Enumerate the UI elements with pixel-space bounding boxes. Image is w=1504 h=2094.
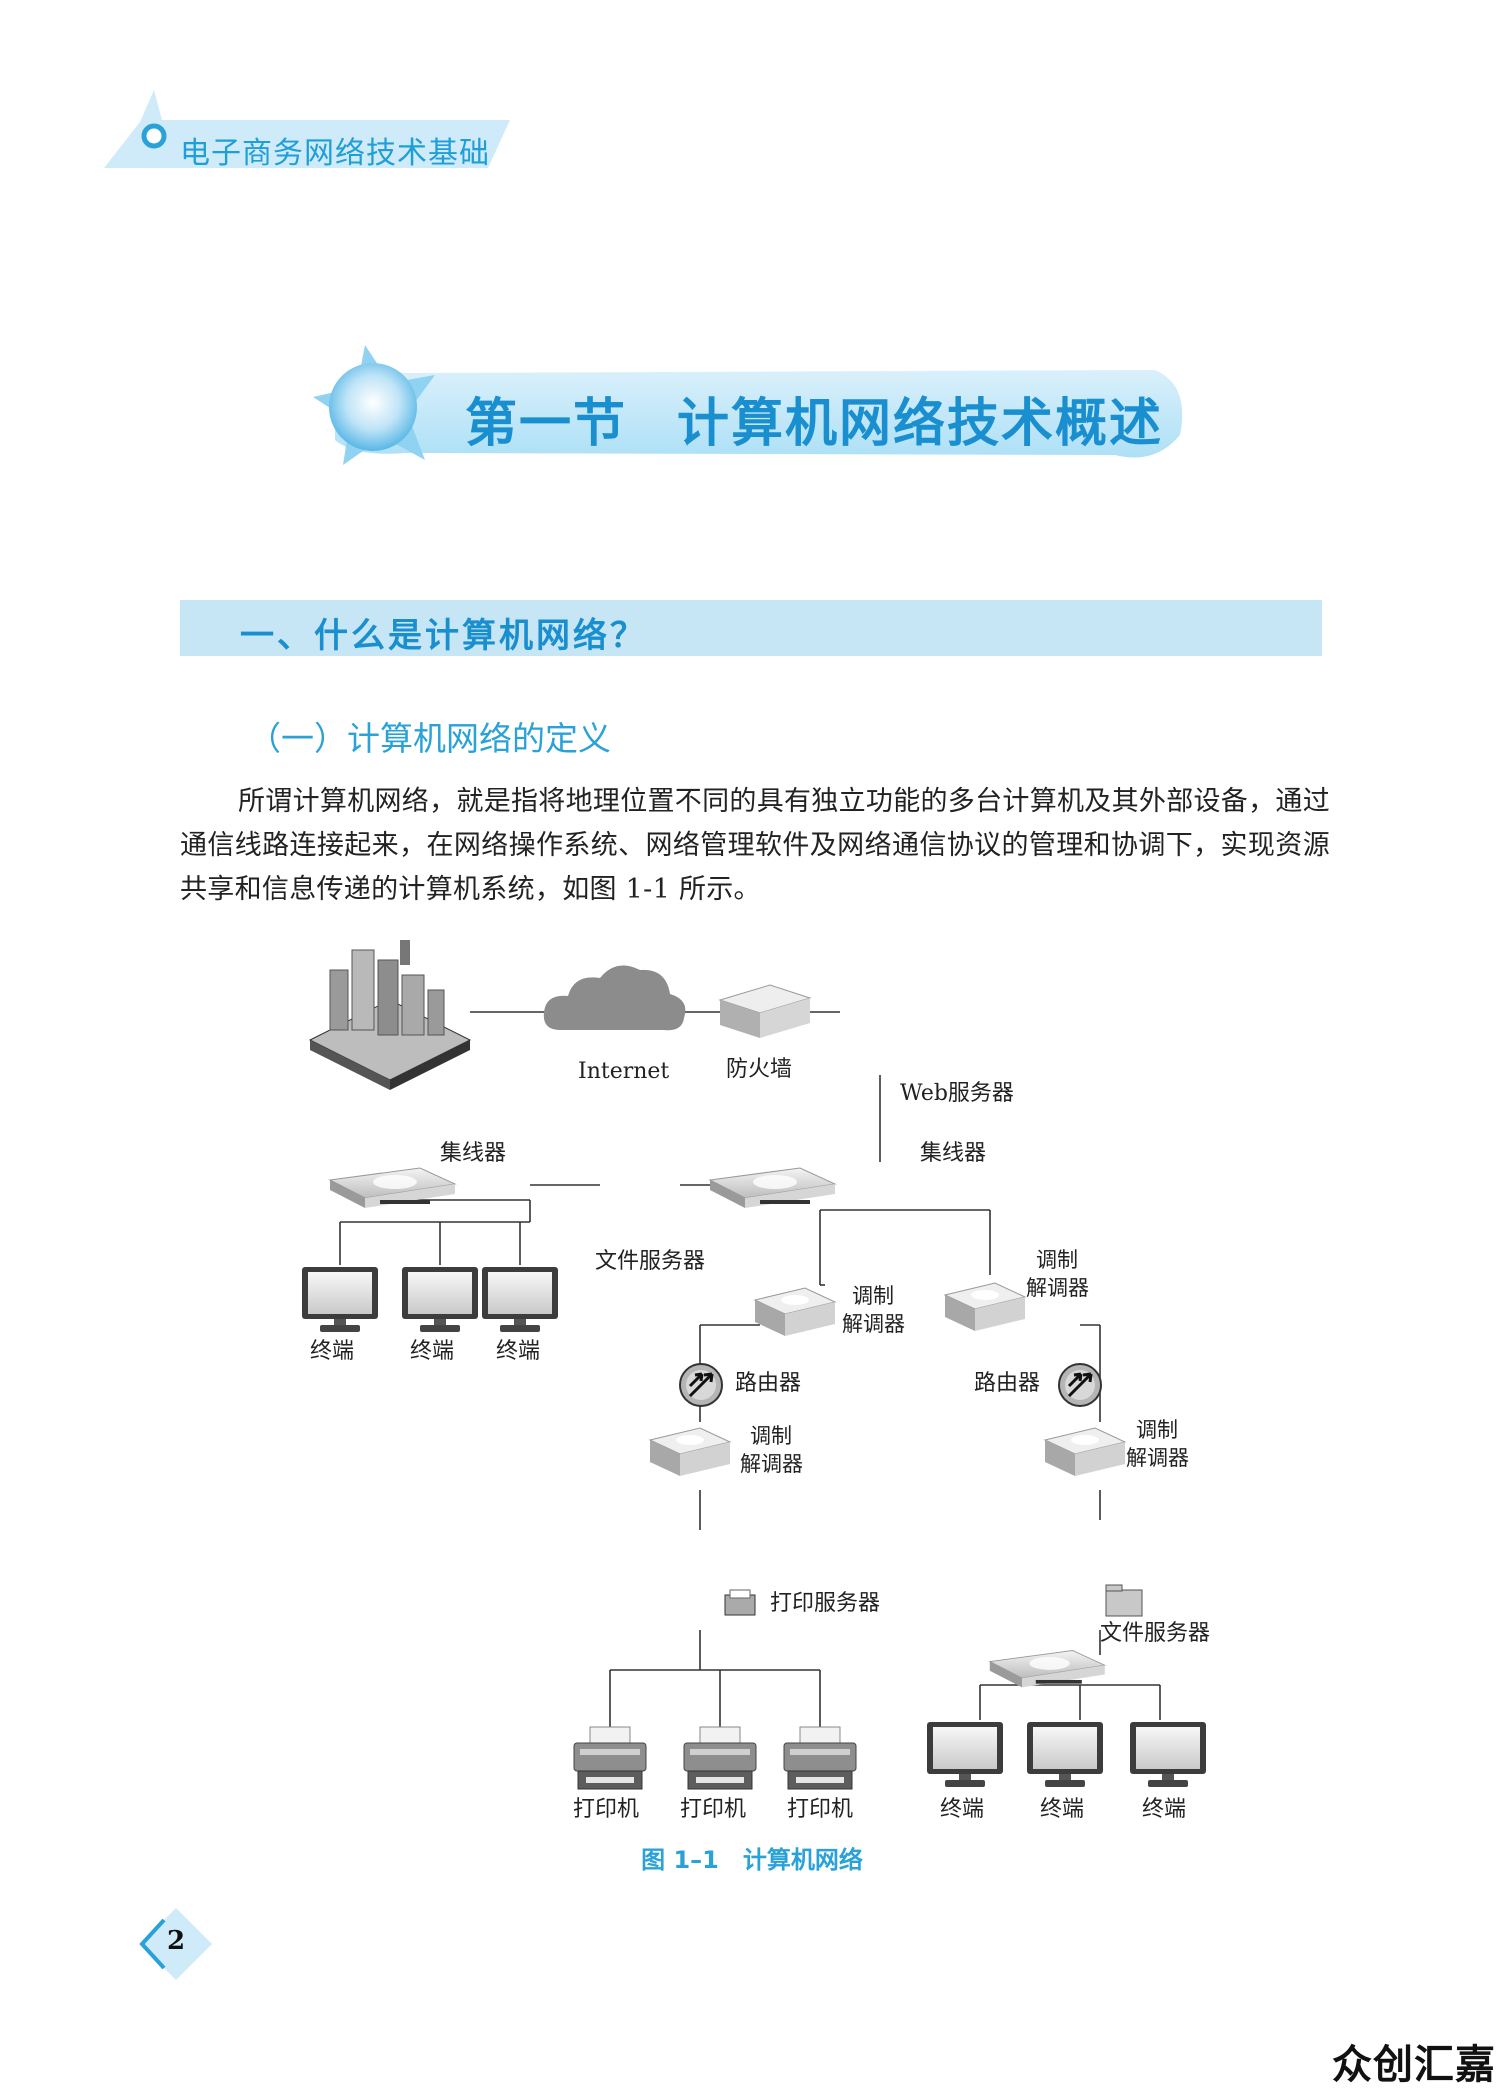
hub-center-icon — [709, 1167, 836, 1209]
print-server-printer-icon — [724, 1589, 756, 1616]
router-right-label: 路由器 — [974, 1371, 1041, 1396]
figure-caption-title: 计算机网络 — [742, 1846, 863, 1874]
folder-icon — [1105, 1584, 1143, 1617]
modem-bottom-right-icon — [1044, 1427, 1126, 1477]
modem-right-label-a: 调制 — [1036, 1248, 1078, 1272]
page-number: 2 — [166, 1926, 186, 1956]
modem-bottom-right-label-a: 调制 — [1136, 1418, 1178, 1442]
terminal-label: 终端 — [496, 1339, 541, 1364]
printer-icon — [573, 1726, 647, 1790]
printer-label: 打印机 — [680, 1797, 747, 1822]
web-server-label: Web服务器 — [900, 1081, 1014, 1106]
modem-right-label-b: 解调器 — [1026, 1276, 1089, 1300]
heading-bar: 一、什么是计算机网络？ — [180, 600, 1322, 656]
diamond-icon — [139, 1908, 212, 1980]
modem-right-icon — [944, 1282, 1026, 1332]
terminal-icon — [1130, 1722, 1206, 1787]
terminal-icon — [927, 1722, 1003, 1787]
header-star-banner — [104, 90, 510, 168]
internet-label: Internet — [578, 1059, 670, 1084]
modem-bottom-left-label-a: 调制 — [750, 1424, 792, 1448]
firewall-label: 防火墙 — [726, 1057, 793, 1082]
section-banner: 第一节计算机网络技术概述 — [295, 345, 1195, 480]
router-right-icon — [1057, 1362, 1103, 1408]
figure-caption-number: 图 1–1 — [641, 1846, 719, 1874]
modem-bottom-left-icon — [649, 1427, 731, 1477]
running-title: 电子商务网络技术基础 — [180, 136, 490, 171]
section-title: 第一节计算机网络技术概述 — [465, 381, 1163, 456]
firewall-icon — [718, 984, 812, 1038]
terminal-icon — [482, 1267, 558, 1332]
terminal-label: 终端 — [310, 1339, 355, 1364]
hub-bottom-icon — [989, 1650, 1106, 1688]
terminal-label: 终端 — [410, 1339, 455, 1364]
terminal-label: 终端 — [1142, 1797, 1187, 1822]
section-name: 计算机网络技术概述 — [677, 394, 1164, 454]
modem-left-label-b: 解调器 — [842, 1312, 905, 1336]
watermark: 众创汇嘉 — [1332, 2042, 1496, 2088]
network-diagram-graphic — [302, 940, 1206, 1790]
terminal-icon — [1027, 1722, 1103, 1787]
modem-bottom-left-label-b: 解调器 — [740, 1452, 803, 1476]
file-server-center-label: 文件服务器 — [595, 1249, 706, 1274]
terminal-icon — [402, 1267, 478, 1332]
file-server-right-label: 文件服务器 — [1100, 1621, 1211, 1646]
running-header: 电子商务网络技术基础 — [100, 90, 520, 174]
printer-icon — [783, 1726, 857, 1790]
print-server-label: 打印服务器 — [770, 1591, 881, 1616]
hub-center-label: 集线器 — [920, 1141, 987, 1166]
modem-left-icon — [754, 1287, 836, 1337]
modem-left-label-a: 调制 — [852, 1284, 894, 1308]
terminal-icon — [302, 1267, 378, 1332]
page-number-badge: 2 — [138, 1906, 214, 1982]
terminal-label: 终端 — [1040, 1797, 1085, 1822]
figure-caption: 图 1–1 计算机网络 — [0, 1840, 1504, 1875]
city-icon — [308, 940, 472, 1090]
section-banner-graphic — [313, 345, 1183, 465]
heading-1: 一、什么是计算机网络？ — [240, 616, 647, 656]
section-number: 第一节 — [465, 394, 628, 454]
body-paragraph: 所谓计算机网络，就是指将地理位置不同的具有独立功能的多台计算机及其外部设备，通过… — [180, 786, 1330, 905]
subheading: （一）计算机网络的定义 — [248, 719, 611, 758]
printer-icon — [683, 1726, 757, 1790]
hub-left-label: 集线器 — [440, 1141, 507, 1166]
connection-lines — [339, 1011, 1161, 1730]
router-left-icon — [678, 1362, 724, 1408]
terminal-label: 终端 — [940, 1797, 985, 1822]
printer-label: 打印机 — [573, 1797, 640, 1822]
modem-bottom-right-label-b: 解调器 — [1126, 1446, 1189, 1470]
cloud-icon — [543, 965, 686, 1031]
network-diagram: Internet 防火墙 Web服务器 集线器 集线器 文件服务器 终端 终端 … — [280, 930, 1240, 1880]
router-left-label: 路由器 — [735, 1371, 802, 1396]
hub-left-icon — [329, 1167, 456, 1209]
printer-label: 打印机 — [787, 1797, 854, 1822]
